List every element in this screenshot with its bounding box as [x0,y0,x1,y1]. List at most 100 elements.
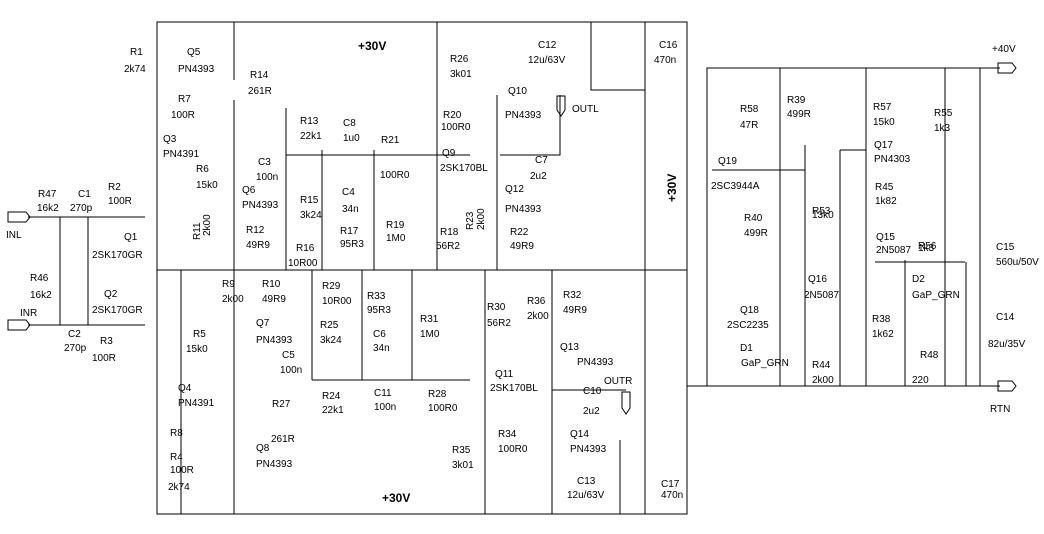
component-label: 3k24 [300,210,322,221]
component-label: 470n [654,55,676,66]
component-label: 34n [342,204,359,215]
component-label: R7 [178,94,191,105]
component-label: R15 [300,195,319,206]
component-label: PN4393 [256,459,293,470]
component-label: R38 [872,314,891,325]
port-inr: INR [20,308,37,319]
component-label: 2N5087 [804,290,839,301]
component-label: R47 [38,189,57,200]
component-label: R17 [340,226,359,237]
component-label: 2k00 [812,375,834,386]
component-label: R34 [498,429,517,440]
component-label: 13k0 [812,210,834,221]
component-label: Q19 [718,156,737,167]
component-label: R46 [30,273,49,284]
component-label: R2 [108,182,121,193]
component-label: R28 [428,389,447,400]
component-label: PN4393 [505,204,542,215]
component-label: Q8 [256,443,270,454]
component-label: Q16 [808,274,827,285]
component-label: 499R [744,228,768,239]
component-label: D1 [740,343,753,354]
component-label: 10R00 [288,258,318,269]
component-label: 499R [787,109,811,120]
component-label: 2u2 [530,171,547,182]
bottom-rail-label: +30V [382,491,410,505]
component-label: PN4303 [874,154,911,165]
component-label: R24 [322,391,341,402]
component-label: 100R0 [380,170,410,181]
component-label: 15k0 [186,344,208,355]
component-label: R23 [465,211,476,230]
component-label: R12 [246,225,265,236]
component-label: 100R0 [441,122,471,133]
component-label: R10 [262,279,281,290]
vertical-rail-label: +30V [665,174,679,202]
component-label: GaP_GRN [741,358,789,369]
component-label: 56R2 [487,318,511,329]
component-label: 10R00 [322,296,352,307]
component-label: C6 [373,329,386,340]
component-label: 2k00 [476,208,487,230]
component-label: R44 [812,360,831,371]
component-label: 34n [373,343,390,354]
component-label: R4 [170,452,183,463]
component-label: R40 [744,213,763,224]
component-label: 2SC3944A [711,181,760,192]
component-label: R30 [487,302,506,313]
component-label: R25 [320,320,339,331]
component-label: Q6 [242,185,256,196]
component-label: 100R0 [428,403,458,414]
component-label: Q1 [124,232,138,243]
component-label: 15k0 [196,180,218,191]
pos40-label: +40V [992,44,1016,55]
component-label: 1k3 [934,123,951,134]
power-rail-labels: +30V +30V +30V +40V RTN [358,39,1016,505]
component-label: 2SK170BL [490,383,538,394]
component-label: 12u/63V [528,55,566,66]
component-label: 1M0 [420,329,440,340]
component-label: 56R2 [436,241,460,252]
component-label: 560u/50V [996,257,1039,268]
component-label: R3 [100,336,113,347]
component-label: 1M0 [386,233,406,244]
component-label: 1k82 [875,196,897,207]
component-label: R16 [296,243,315,254]
port-labels: INL INR OUTL OUTR [6,104,632,387]
component-label: C10 [583,386,602,397]
component-label: R31 [420,314,439,325]
component-label: C16 [659,40,678,51]
component-label: R5 [193,329,206,340]
component-label: R21 [381,135,400,146]
component-label: PN4393 [178,64,215,75]
component-label: Q13 [560,342,579,353]
component-label: 2SK170GR [92,305,143,316]
component-label: Q12 [505,184,524,195]
component-label: Q7 [256,318,270,329]
component-label: R11 [192,222,203,240]
component-label: R26 [450,54,469,65]
component-label: R18 [440,227,459,238]
component-label: R35 [452,445,471,456]
component-label: C14 [996,312,1015,323]
component-label: R13 [300,116,319,127]
component-label: PN4393 [505,110,542,121]
component-label: 47R [740,120,758,131]
component-label: Q4 [178,383,192,394]
component-label: 3k01 [450,69,472,80]
component-label: R45 [875,182,894,193]
component-label: 16k2 [37,203,59,214]
component-label: R55 [934,108,953,119]
component-label: 100R [171,110,195,121]
component-label: C17 [661,479,680,490]
component-label: 261R [271,434,295,445]
component-label: 270p [64,343,87,354]
component-label: 100n [374,402,396,413]
component-label: R56 [918,241,937,252]
component-label: 1k62 [872,329,894,340]
component-label: C3 [258,157,271,168]
component-label: 1u0 [343,133,360,144]
component-label: 49R9 [262,294,286,305]
component-label: Q5 [187,47,201,58]
